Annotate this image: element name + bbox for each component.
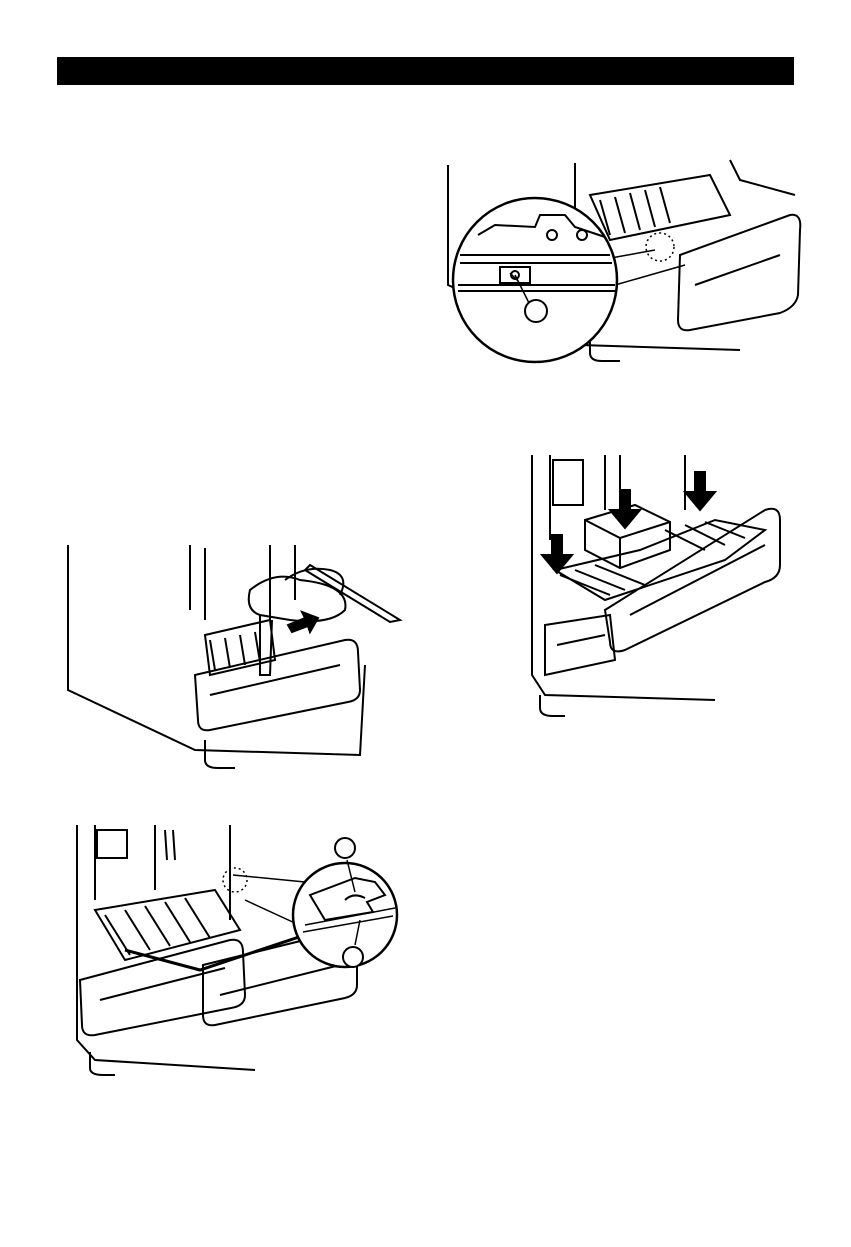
callout-circle-b bbox=[343, 947, 363, 967]
figure-pull-out-drawer bbox=[60, 540, 410, 775]
callout-circle-a bbox=[335, 838, 355, 858]
figure-insert-basket-box bbox=[435, 450, 795, 725]
figure-glide-release-detail bbox=[440, 155, 810, 370]
callout-circle-1 bbox=[525, 300, 547, 322]
section-header-bar bbox=[57, 57, 794, 85]
figure-rail-clip-detail bbox=[55, 820, 405, 1080]
